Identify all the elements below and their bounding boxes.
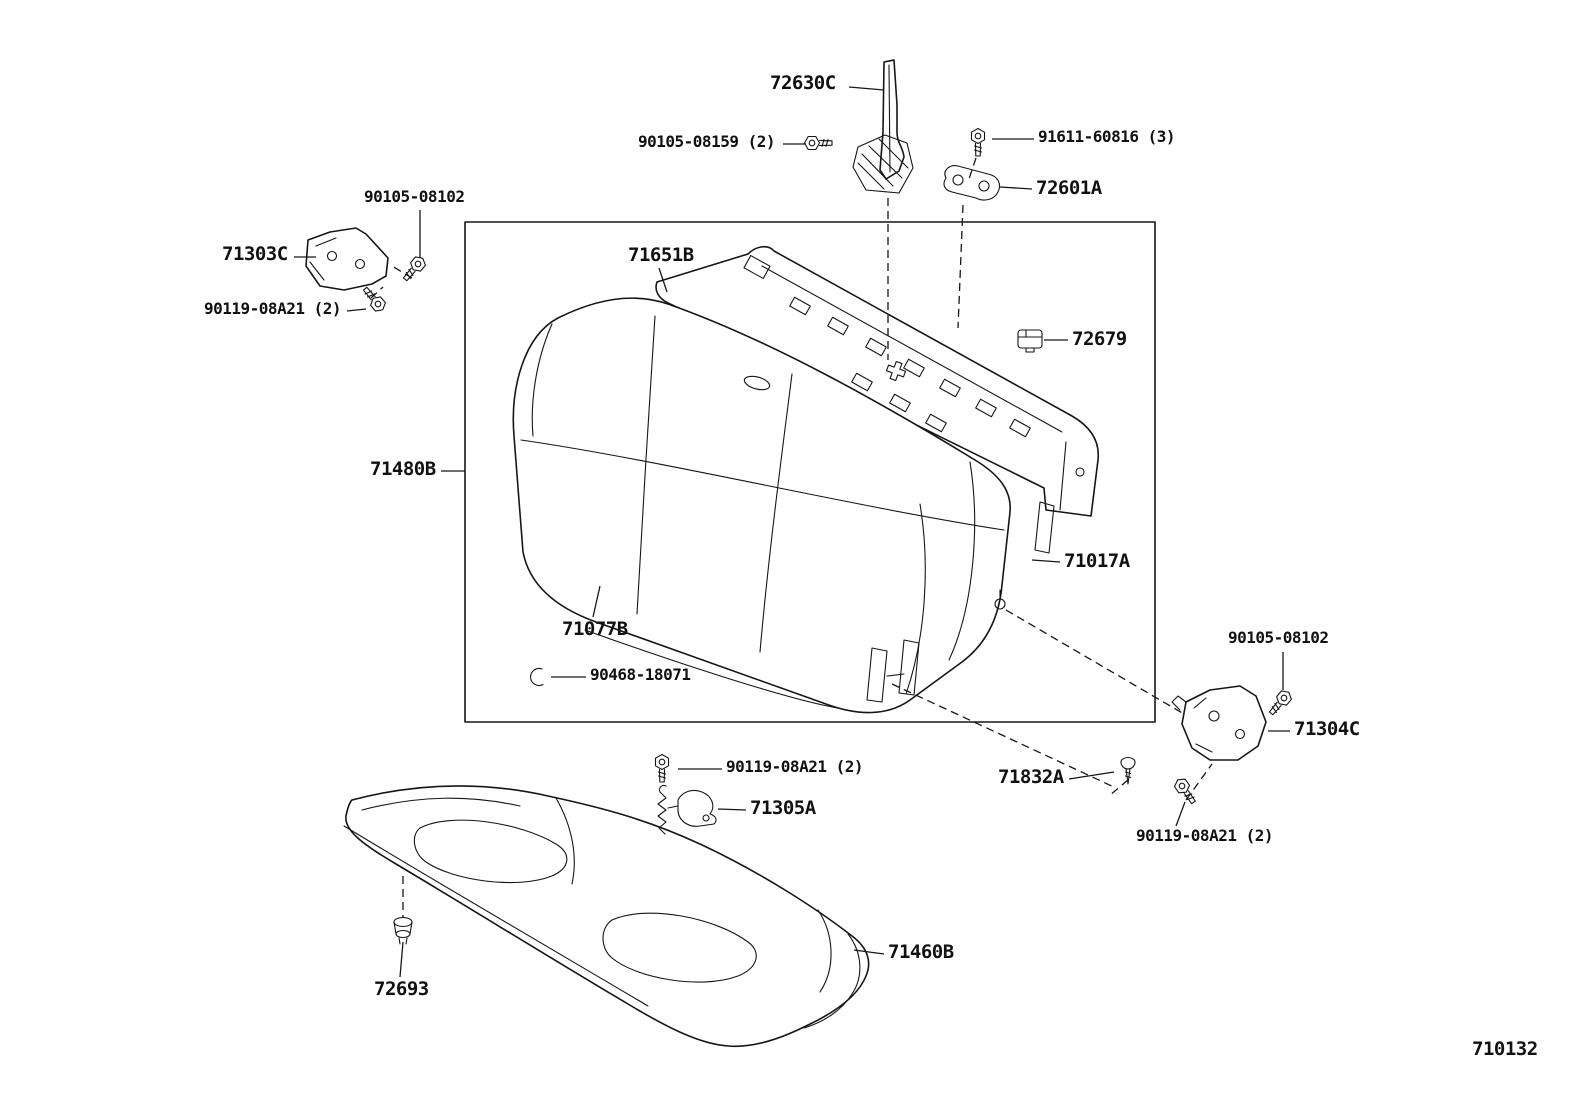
part-label-71077b: 71077B [562,618,628,640]
bolt-icon-90105-08159 [803,135,833,151]
frame-hinge-tab [1034,501,1055,554]
diagram-number: 710132 [1472,1038,1538,1060]
hook-90468-icon [530,667,544,686]
bolt-icon-91611-60816 [970,127,986,157]
part-label-72630c: 72630C [770,72,836,94]
part-label-90468-18071: 90468-18071 [590,665,691,684]
part-label-90105-08102-top: 90105-08102 [364,187,465,206]
part-label-90105-08102-right: 90105-08102 [1228,628,1329,647]
grommet-72693 [393,916,413,945]
part-label-71017a: 71017A [1064,550,1130,572]
part-label-72679: 72679 [1072,328,1127,350]
bolt-icon-90105-08102-right [1265,687,1295,719]
construction-lines [370,157,1213,918]
clamp-71305a [667,789,717,827]
part-label-71304c: 71304C [1294,718,1360,740]
part-label-71480b: 71480B [370,458,436,480]
striker-plate [852,134,914,194]
clip-72679 [1017,329,1043,353]
spacer-72601a [943,165,1001,201]
emblem-oval [743,375,771,391]
part-label-72693: 72693 [374,978,429,1000]
part-label-90119-08a21-bottom: 90119-08A21 (2) [1136,826,1274,845]
frame-cross-hole [885,360,907,382]
frame-feet [866,589,1006,703]
seat-cushion [343,784,870,1048]
bracket-71304c [1171,685,1267,761]
part-label-91611-60816: 91611-60816 (3) [1038,127,1176,146]
assembly-box [464,221,1156,723]
part-label-71651b: 71651B [628,244,694,266]
anchor-spring [657,784,667,835]
part-label-71460b: 71460B [888,941,954,963]
part-label-90119-08a21-mid: 90119-08A21 (2) [726,757,864,776]
seat-back-cushion [512,297,1011,714]
bolt-icon-90105-08102-top [399,253,429,285]
part-label-72601a: 72601A [1036,177,1102,199]
part-label-71305a: 71305A [750,797,816,819]
callout-lines [294,86,1290,978]
part-label-71832a: 71832A [998,766,1064,788]
seat-back-frame [655,245,1100,554]
part-label-90105-08159: 90105-08159 (2) [638,132,776,151]
bolt-icon-90119-08a21-bottom [1171,775,1200,807]
part-label-90119-08a21-left: 90119-08A21 (2) [204,299,342,318]
frame-slots [743,254,1031,438]
bracket-71303c [305,227,389,291]
bolt-icon-90119-08a21-mid [654,753,670,783]
part-label-71303c: 71303C [222,243,288,265]
